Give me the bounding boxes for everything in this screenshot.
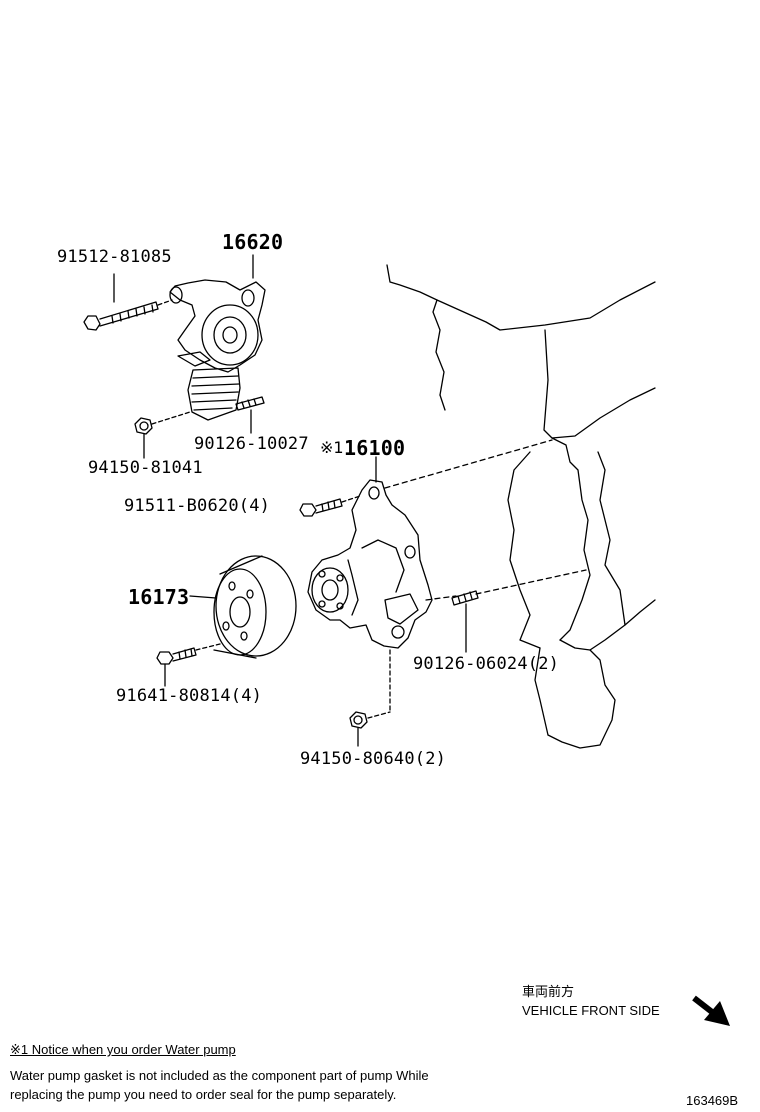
label-water-pump: 16100 — [344, 436, 406, 460]
leader-pulley — [189, 595, 217, 599]
notice-title: ※1 Notice when you order Water pump — [10, 1042, 236, 1057]
notice-line-2: replacing the pump you need to order sea… — [10, 1087, 397, 1102]
pulley-drawing — [213, 555, 297, 659]
water-pump-drawing — [307, 479, 433, 649]
label-tensioner-bolt: 91512-81085 — [57, 247, 172, 267]
pump-bolt-drawing — [299, 498, 343, 517]
label-lower-stud: 90126-06024(2) — [413, 654, 560, 674]
label-upper-stud: 90126-10027 — [194, 434, 309, 454]
vehicle-front-jp: 車両前方 — [522, 984, 575, 999]
engine-block-outline — [386, 264, 656, 749]
label-pump-bolt: 91511-B0620(4) — [124, 496, 271, 516]
pulley-bolt-drawing — [156, 647, 197, 665]
lower-stud-drawing — [451, 590, 479, 606]
vehicle-front-arrow-icon — [692, 995, 730, 1026]
upper-nut-drawing — [134, 417, 153, 435]
label-lower-nut: 94150-80640(2) — [300, 749, 447, 769]
lower-nut-drawing — [349, 711, 368, 729]
vehicle-front-en: VEHICLE FRONT SIDE — [522, 1003, 660, 1018]
label-tensioner: 16620 — [222, 230, 284, 254]
upper-stud-drawing — [235, 396, 265, 411]
tensioner-drawing — [169, 279, 266, 421]
label-pulley: 16173 — [128, 585, 190, 609]
notice-line-1: Water pump gasket is not included as the… — [10, 1068, 429, 1083]
label-upper-nut: 94150-81041 — [88, 458, 203, 478]
diagram-id: 163469B — [686, 1093, 739, 1108]
tensioner-bolt-drawing — [83, 301, 159, 331]
label-pulley-bolt: 91641-80814(4) — [116, 686, 263, 706]
water-pump-notice-mark: ※1 — [320, 438, 344, 457]
